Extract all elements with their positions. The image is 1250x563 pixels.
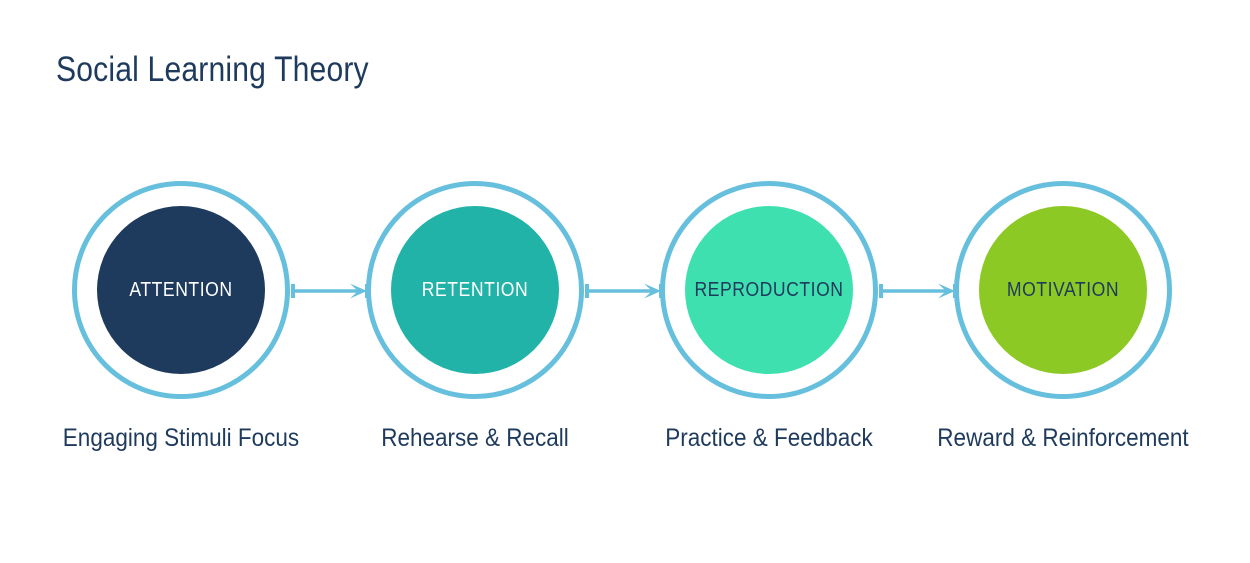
arrow-retention-to-reproduction: [585, 283, 663, 299]
process-step-reproduction[interactable]: REPRODUCTION: [660, 181, 878, 399]
step-caption-motivation: Reward & Reinforcement: [937, 424, 1189, 452]
page-title: Social Learning Theory: [56, 50, 369, 89]
arrow-reproduction-to-motivation: [879, 283, 957, 299]
step-caption-reproduction: Practice & Feedback: [665, 424, 873, 452]
step-disc-reproduction: [685, 206, 853, 374]
step-disc-retention: [391, 206, 559, 374]
step-disc-motivation: [979, 206, 1147, 374]
process-step-motivation[interactable]: MOTIVATION: [954, 181, 1172, 399]
process-step-retention[interactable]: RETENTION: [366, 181, 584, 399]
step-caption-retention: Rehearse & Recall: [381, 424, 569, 452]
step-caption-attention: Engaging Stimuli Focus: [62, 424, 300, 452]
process-step-attention[interactable]: ATTENTION: [72, 181, 290, 399]
step-disc-attention: [97, 206, 265, 374]
arrow-attention-to-retention: [291, 283, 369, 299]
